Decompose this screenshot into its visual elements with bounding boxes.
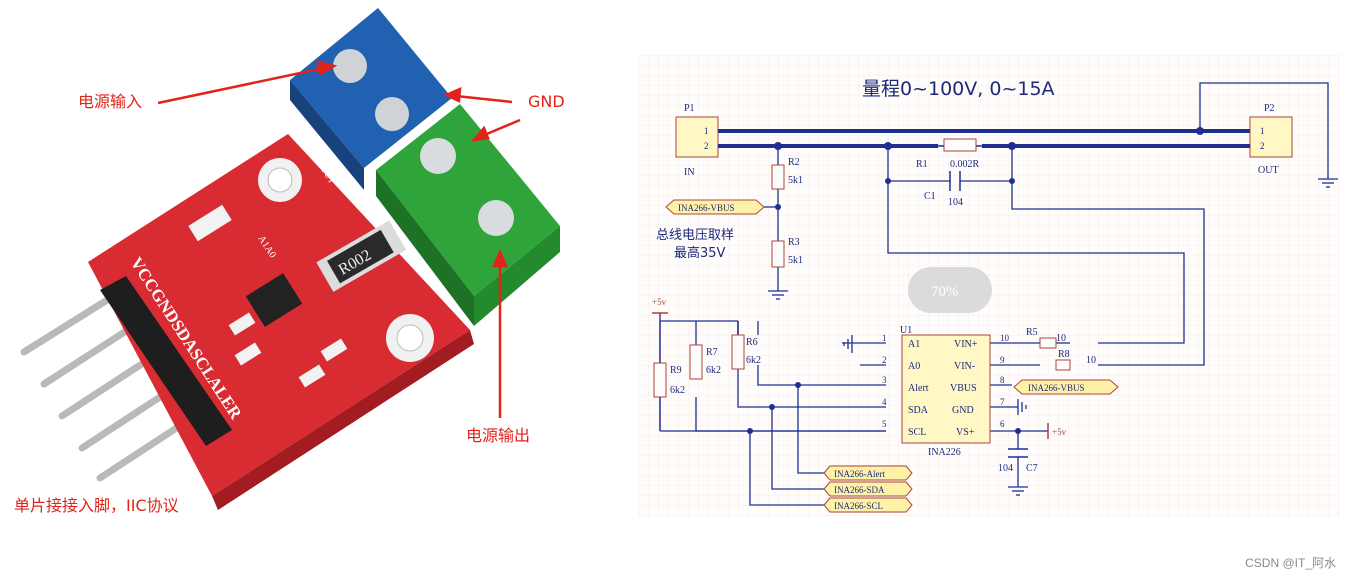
note-line2: 最高35V [674, 245, 726, 261]
r5-value: 10 [1056, 333, 1066, 344]
u1-name: INA226 [928, 447, 961, 458]
r1-ref: R1 [916, 159, 928, 170]
r7-value: 6k2 [706, 365, 721, 376]
smd-components [188, 204, 348, 388]
svg-text:SDA: SDA [908, 405, 929, 416]
u1-right-pins: 10 VIN+ 9 VIN- 8 VBUS 7 GND 6 VS+ [950, 333, 1010, 438]
p2-pin2: 2 [1260, 141, 1265, 151]
svg-text:5: 5 [882, 419, 887, 429]
svg-text:6: 6 [1000, 419, 1005, 429]
r7-resistor [689, 344, 703, 380]
r9-value: 6k2 [670, 385, 685, 396]
r1-value: 0.002R [950, 159, 980, 170]
svg-text:VBUS: VBUS [950, 383, 977, 394]
vs-supply: +5v [1052, 427, 1067, 437]
zoom-badge [908, 267, 992, 313]
p1-ref: P1 [684, 103, 695, 114]
vbus-flag-text: INA266-VBUS [678, 203, 735, 213]
power-bus [718, 129, 1250, 148]
r8-ref: R8 [1058, 349, 1070, 360]
signal-wires [659, 82, 1329, 506]
r6-ref: R6 [746, 337, 758, 348]
u1-ref: U1 [900, 325, 912, 336]
r7-ref: R7 [706, 347, 718, 358]
svg-text:3: 3 [882, 375, 887, 385]
ina226-chip [245, 273, 303, 327]
svg-text:10: 10 [1000, 333, 1010, 343]
label-gnd: GND [528, 92, 565, 111]
p2-pin1: 1 [1260, 126, 1265, 136]
r1-shunt [943, 138, 977, 152]
p1-label: IN [684, 167, 695, 178]
svg-text:8: 8 [1000, 375, 1005, 385]
r9-resistor [653, 362, 667, 398]
svg-text:VIN+: VIN+ [954, 339, 978, 350]
p1-pin1: 1 [704, 126, 709, 136]
vbus-flag-u1-text: INA266-VBUS [1028, 383, 1085, 393]
svg-text:4: 4 [882, 397, 887, 407]
schematic-panel: 量程0~100V, 0~15A P1 1 2 IN P2 1 2 OUT R1 … [638, 55, 1340, 517]
r2-resistor [771, 164, 785, 190]
r9-ref: R9 [670, 365, 682, 376]
vbus-flag [665, 199, 765, 215]
r5-resistor [1039, 337, 1057, 349]
r6-resistor [731, 334, 745, 370]
blue-terminal [290, 8, 452, 168]
p2-ref: P2 [1264, 103, 1275, 114]
r3-value: 5k1 [788, 255, 803, 266]
module-photo: R002 VCCGNDSDASCLALER A1A0 INPUT [0, 0, 630, 579]
schematic: 量程0~100V, 0~15A P1 1 2 IN P2 1 2 OUT R1 … [638, 55, 1340, 517]
vbus-flag-u1 [1013, 379, 1119, 395]
p2-label: OUT [1258, 165, 1279, 176]
p1-connector [675, 116, 719, 158]
c1-value: 104 [948, 197, 963, 208]
c7-value: 104 [998, 463, 1013, 474]
svg-text:7: 7 [1000, 397, 1005, 407]
svg-text:SCL: SCL [908, 427, 926, 438]
label-mcu-pins: 单片接接入脚，IIC协议 [14, 496, 179, 515]
svg-text:GND: GND [952, 405, 974, 416]
svg-text:9: 9 [1000, 355, 1005, 365]
r8-value: 10 [1086, 355, 1096, 366]
r6-value: 6k2 [746, 355, 761, 366]
p1-pin2: 2 [704, 141, 709, 151]
r2-value: 5k1 [788, 175, 803, 186]
r3-ref: R3 [788, 237, 800, 248]
ground-symbols [768, 178, 1338, 496]
p2-connector [1249, 116, 1293, 158]
c1-capacitor [949, 171, 961, 191]
r5-ref: R5 [1026, 327, 1038, 338]
label-power-out: 电源输出 [466, 426, 531, 445]
r2-ref: R2 [788, 157, 800, 168]
net-alert: INA266-Alert [834, 469, 885, 479]
note-line1: 总线电压取样 [656, 228, 734, 243]
svg-text:VIN-: VIN- [954, 361, 975, 372]
zoom-badge-text: 70% [931, 284, 959, 300]
supply-5v: +5v [652, 297, 667, 307]
svg-text:A1: A1 [908, 339, 920, 350]
u1-ina226 [901, 334, 991, 444]
u1-left-pins: 1 A1 2 A0 3 Alert 4 SDA 5 SCL [882, 333, 929, 438]
svg-text:2: 2 [882, 355, 887, 365]
c7-capacitor [1008, 448, 1028, 458]
net-scl: INA266-SCL [834, 501, 883, 511]
i2c-net-flags: INA266-Alert INA266-SDA INA266-SCL [823, 465, 913, 513]
label-power-in: 电源输入 [78, 92, 143, 111]
svg-text:1: 1 [882, 333, 887, 343]
svg-text:Alert: Alert [908, 383, 929, 394]
svg-text:A0: A0 [908, 361, 920, 372]
c7-ref: C7 [1026, 463, 1038, 474]
svg-text:VS+: VS+ [956, 427, 975, 438]
schematic-title: 量程0~100V, 0~15A [862, 78, 1055, 100]
r8-resistor [1055, 359, 1071, 371]
annotation-arrows [157, 60, 521, 418]
module-illustration: R002 VCCGNDSDASCLALER A1A0 INPUT [20, 8, 560, 510]
r3-resistor [771, 240, 785, 268]
c1-ref: C1 [924, 191, 936, 202]
net-sda: INA266-SDA [834, 485, 885, 495]
watermark: CSDN @IT_阿水 [1245, 556, 1336, 570]
header-housing [100, 276, 232, 446]
